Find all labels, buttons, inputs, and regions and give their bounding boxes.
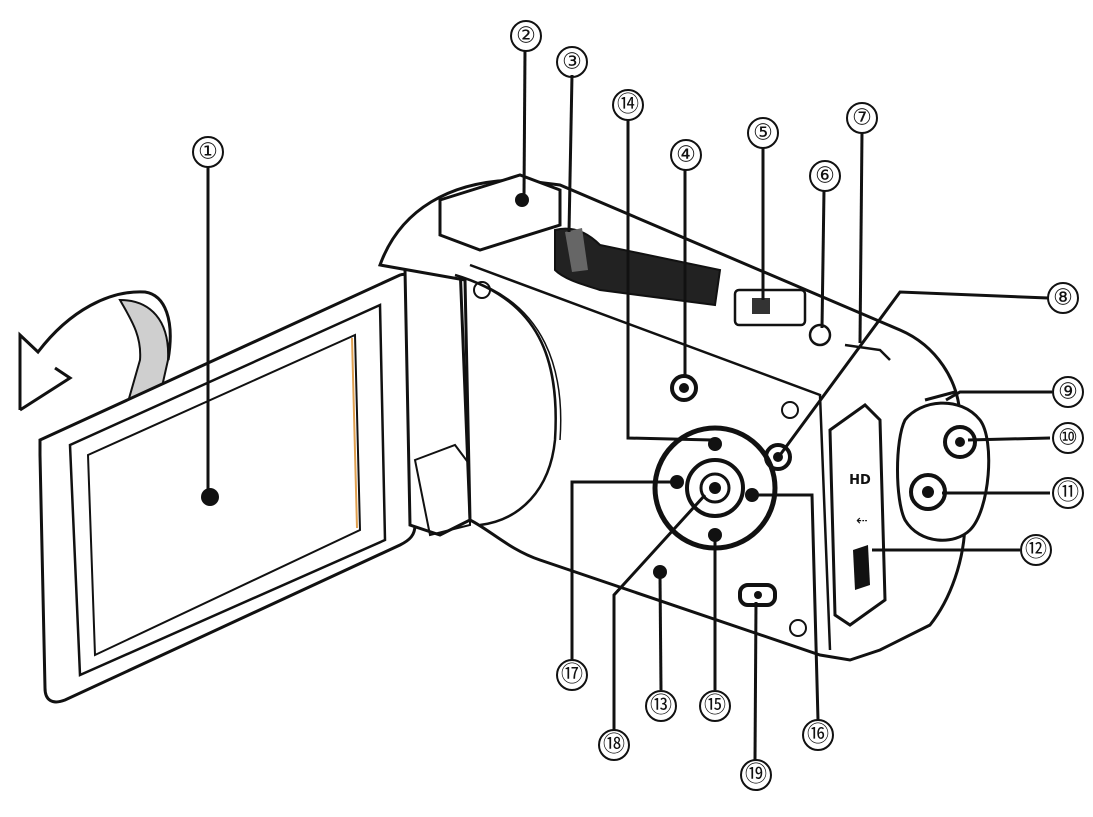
hdmi-port-label: HD <box>849 473 871 488</box>
callout-13-number: ⑬ <box>650 694 672 719</box>
camera-body: HD ⇠ <box>377 173 991 662</box>
callout-14-number: ⑭ <box>617 93 639 118</box>
callout-6: ⑥ <box>809 160 841 192</box>
usb-port-icon: ⇠ <box>856 513 868 529</box>
callout-16-number: ⑯ <box>807 723 829 748</box>
callout-5: ⑤ <box>747 117 779 149</box>
callout-19: ⑲ <box>740 759 772 791</box>
callout-3-number: ③ <box>562 50 582 75</box>
callout-12: ⑫ <box>1020 534 1052 566</box>
callout-7: ⑦ <box>846 102 878 134</box>
callout-16: ⑯ <box>802 719 834 751</box>
callout-12-number: ⑫ <box>1025 538 1047 563</box>
leader-lines <box>206 49 1052 761</box>
callout-5-number: ⑤ <box>753 121 773 146</box>
callout-19-number: ⑲ <box>745 763 767 788</box>
lcd-panel <box>38 272 417 704</box>
callout-11-number: ⑪ <box>1057 481 1079 506</box>
callout-9: ⑨ <box>1052 376 1084 408</box>
callout-4: ④ <box>670 139 702 171</box>
lcd-pointer-dot <box>201 488 219 506</box>
callout-18: ⑱ <box>598 729 630 761</box>
callout-15: ⑮ <box>699 690 731 722</box>
callout-10: ⑩ <box>1052 422 1084 454</box>
callout-2-number: ② <box>516 24 536 49</box>
callout-4-number: ④ <box>676 143 696 168</box>
callout-15-number: ⑮ <box>704 694 726 719</box>
callout-8-number: ⑧ <box>1053 286 1073 311</box>
callout-18-number: ⑱ <box>603 733 625 758</box>
callout-13: ⑬ <box>645 690 677 722</box>
callout-6-number: ⑥ <box>815 164 835 189</box>
callout-labels: ① ② ③ ④ ⑤ ⑥ ⑦ ⑧ ⑨ ⑩ ⑪ ⑫ ⑬ ⑭ ⑮ ⑯ ⑰ ⑱ ⑲ <box>192 20 1084 791</box>
callout-2: ② <box>510 20 542 52</box>
hinge <box>403 253 472 537</box>
control-pad <box>473 281 807 637</box>
callout-7-number: ⑦ <box>852 106 872 131</box>
callout-1: ① <box>192 136 224 168</box>
callout-1-number: ① <box>198 140 218 165</box>
callout-14: ⑭ <box>612 89 644 121</box>
callout-9-number: ⑨ <box>1058 380 1078 405</box>
callout-8: ⑧ <box>1047 282 1079 314</box>
callout-10-number: ⑩ <box>1058 426 1078 451</box>
callout-11: ⑪ <box>1052 477 1084 509</box>
callout-17: ⑰ <box>556 659 588 691</box>
callout-3: ③ <box>556 46 588 78</box>
callout-17-number: ⑰ <box>561 663 583 688</box>
